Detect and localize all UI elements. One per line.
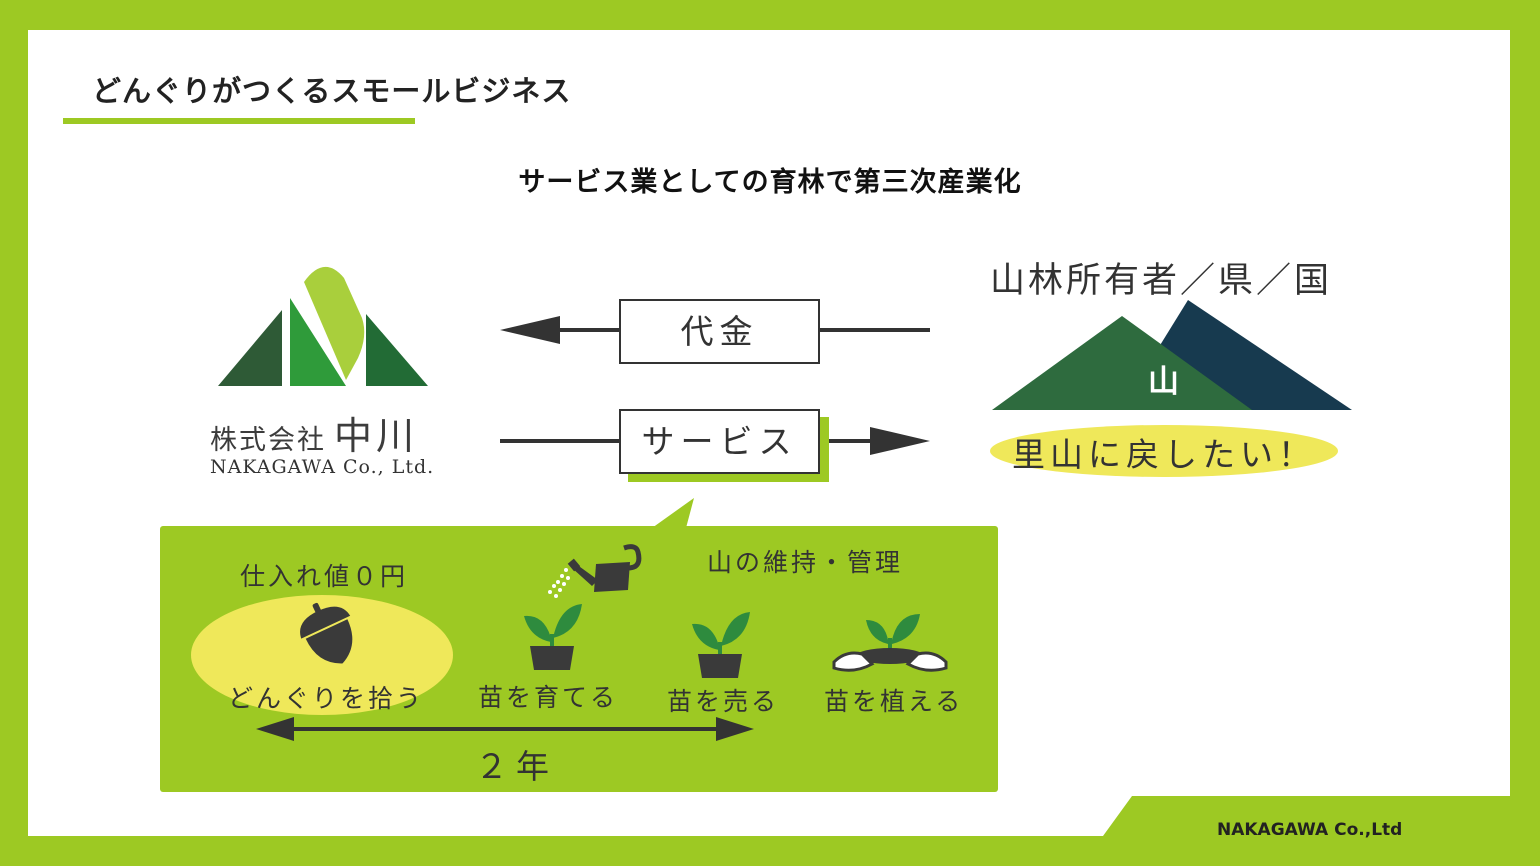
- slogan-highlight: [990, 425, 1338, 477]
- slide-title: どんぐりがつくるスモールビジネス: [92, 74, 572, 108]
- seedling-pot-icon: [692, 612, 750, 678]
- slogan-text: 里山に戻したい！: [1012, 435, 1316, 474]
- duration-arrow: [256, 717, 754, 741]
- seedling-pot-icon: [524, 604, 582, 670]
- company-name-en: NAKAGAWA Co., Ltd.: [210, 456, 435, 478]
- company-logo-icon: [218, 266, 428, 386]
- slide-subtitle: サービス業としての育林で第三次産業化: [518, 167, 1022, 198]
- company-name-ja: 株式会社中川: [210, 405, 418, 460]
- duration-label: ２年: [475, 747, 557, 786]
- company-prefix: 株式会社: [210, 425, 326, 456]
- company-main-name: 中川: [334, 414, 419, 458]
- service-box: サービス: [619, 409, 820, 474]
- mountain-char: 山: [1148, 364, 1179, 400]
- cost-label: 仕入れ値０円: [240, 562, 409, 591]
- title-underline: [63, 118, 415, 124]
- planting-hands-icon: [832, 614, 948, 672]
- maintain-label: 山の維持・管理: [707, 548, 904, 577]
- step-collect-acorns: どんぐりを拾う: [228, 684, 425, 713]
- acorn-icon: [300, 602, 353, 664]
- footer-company: NAKAGAWA Co.,Ltd: [1217, 820, 1403, 840]
- step-sell-seedlings: 苗を売る: [667, 687, 780, 716]
- step-grow-seedlings: 苗を育てる: [478, 683, 619, 712]
- mountain-icon: [992, 300, 1352, 410]
- panel-tail: [652, 498, 694, 528]
- payment-box: 代金: [619, 299, 820, 364]
- owner-label: 山林所有者／県／国: [990, 261, 1333, 301]
- watering-can-icon: [548, 544, 642, 598]
- step-plant-seedlings: 苗を植える: [824, 687, 964, 716]
